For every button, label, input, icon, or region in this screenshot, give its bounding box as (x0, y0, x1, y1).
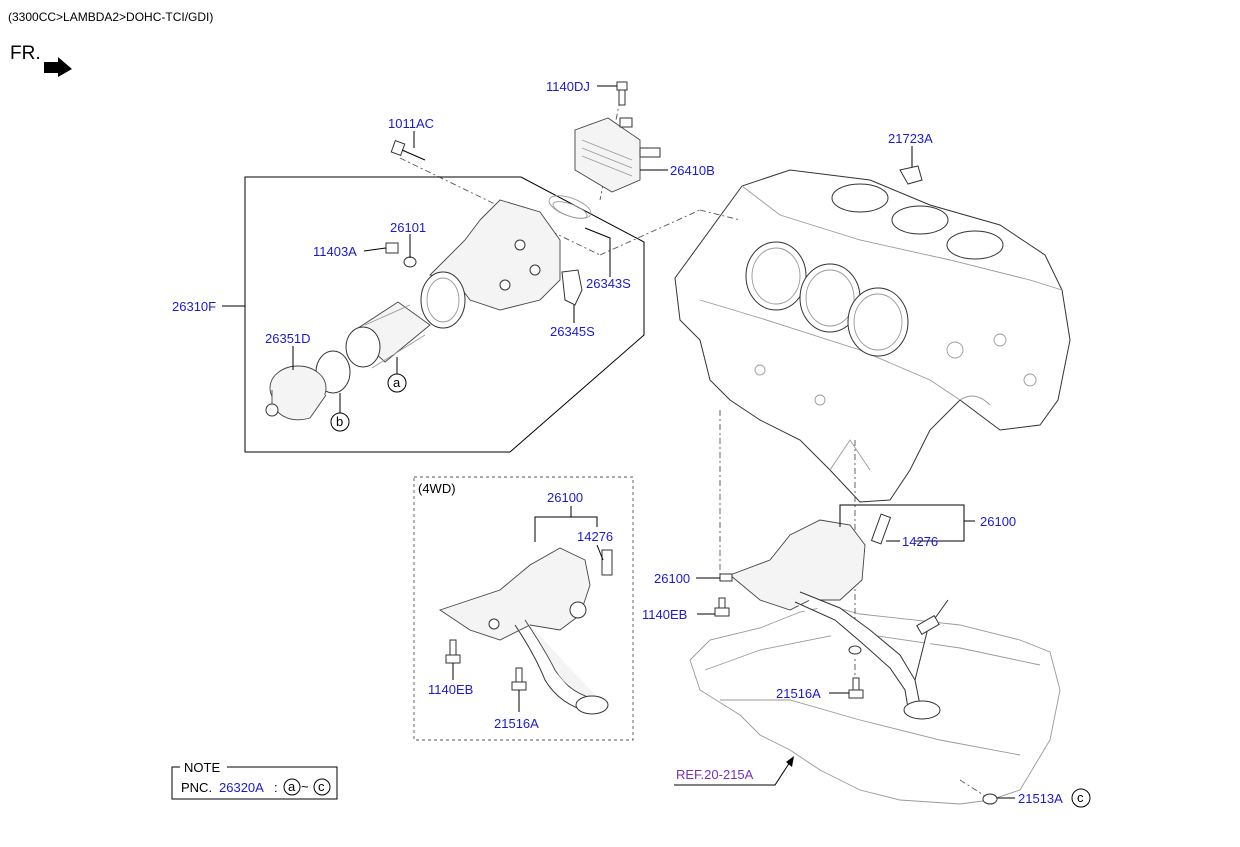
note-tilde: ~ (301, 779, 309, 794)
part-11403a-label[interactable]: 11403A (313, 244, 357, 259)
part-21516a-4wd-label[interactable]: 21516A (494, 716, 539, 731)
note-pnc-prefix: PNC. (181, 780, 212, 795)
main-pump-leaders (674, 504, 1015, 799)
part-26343s-label[interactable]: 26343S (586, 276, 631, 291)
oil-filter-assembly-frame (244, 176, 645, 453)
front-direction-marker: FR. (10, 43, 72, 77)
part-14276-4wd-label[interactable]: 14276 (577, 529, 613, 544)
part-26101-label[interactable]: 26101 (390, 220, 426, 235)
cooler-gasket-drawing (548, 195, 592, 219)
bolt-1140dj-drawing (616, 81, 628, 106)
part-1140dj-label[interactable]: 1140DJ (546, 79, 590, 94)
bolt-1011ac-drawing (390, 140, 426, 161)
front-arrow-icon (44, 57, 72, 77)
4wd-leaders (452, 506, 604, 712)
front-label: FR. (10, 43, 41, 64)
svg-text:b: b (336, 414, 343, 429)
part-26100-right-label[interactable]: 26100 (980, 514, 1016, 529)
part-21723a-label[interactable]: 21723A (888, 131, 933, 146)
svg-text:c: c (1077, 790, 1084, 805)
note-title: NOTE (184, 760, 220, 775)
note-range-end: c (318, 779, 325, 794)
part-1011ac-label[interactable]: 1011AC (388, 116, 434, 131)
clip-21723a-drawing (899, 165, 923, 185)
4wd-inset-title: (4WD) (418, 481, 456, 496)
oil-filter-housing-drawing (420, 199, 561, 329)
part-26351d-label[interactable]: 26351D (265, 331, 311, 346)
filter-section-leaders (222, 85, 913, 413)
ref-arrow-icon (786, 756, 794, 767)
part-26100-left-label[interactable]: 26100 (654, 571, 690, 586)
housing-gasket-drawing (561, 269, 583, 306)
ref-link-label[interactable]: REF.20-215A (676, 767, 754, 782)
svg-text:a: a (393, 375, 401, 390)
drain-plug-drawing (385, 242, 417, 268)
part-26345s-label[interactable]: 26345S (550, 324, 595, 339)
filter-element-drawing (345, 301, 431, 369)
part-21516a-right-label[interactable]: 21516A (776, 686, 821, 701)
filter-cap-drawing (265, 365, 327, 421)
note-range-start: a (288, 779, 296, 794)
model-path-header: (3300CC>LAMBDA2>DOHC-TCI/GDI) (8, 10, 213, 24)
note-box: NOTE PNC. 26320A : a ~ c (171, 760, 338, 800)
oil-pump-main-drawing (714, 513, 949, 720)
part-26410b-label[interactable]: 26410B (670, 163, 715, 178)
engine-block-drawing (674, 169, 1071, 503)
drain-plug-21513a-drawing (982, 793, 998, 805)
part-26310f-label[interactable]: 26310F (172, 299, 216, 314)
part-21513a-label[interactable]: 21513A (1018, 791, 1063, 806)
part-1140eb-4wd-label[interactable]: 1140EB (428, 682, 473, 697)
callout-c: c (1071, 788, 1091, 808)
part-1140eb-right-label[interactable]: 1140EB (642, 607, 687, 622)
note-colon: : (274, 780, 278, 795)
part-14276-right-label[interactable]: 14276 (902, 534, 938, 549)
part-26100-4wd-label[interactable]: 26100 (547, 490, 583, 505)
callout-b: b (330, 412, 350, 432)
oil-pump-4wd-drawing (438, 547, 613, 715)
oil-cooler-drawing (574, 117, 661, 193)
4wd-inset-frame (413, 476, 634, 741)
callout-a: a (387, 373, 407, 393)
note-pnc-code[interactable]: 26320A (219, 780, 264, 795)
